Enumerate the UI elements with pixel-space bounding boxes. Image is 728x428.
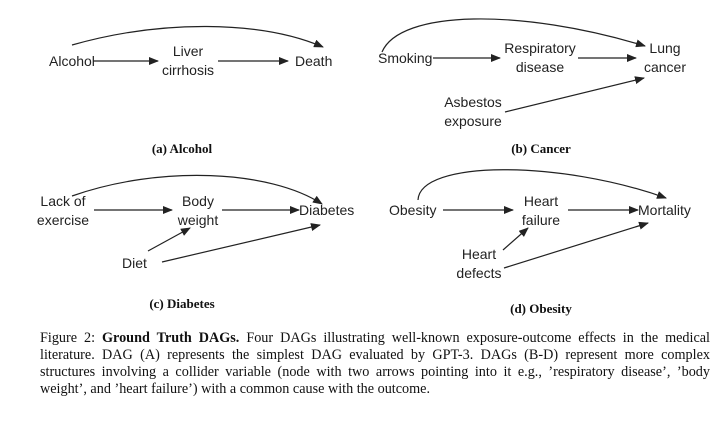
node-heart-defects-line2: defects — [456, 265, 501, 281]
node-heart-failure-line2: failure — [522, 212, 560, 228]
figure-caption: Figure 2: Ground Truth DAGs. Four DAGs i… — [40, 330, 710, 398]
node-smoking: Smoking — [378, 50, 432, 66]
edge-asbestos-lung — [504, 76, 645, 113]
node-death: Death — [295, 53, 332, 69]
node-alcohol: Alcohol — [49, 53, 95, 69]
panel-a-alcohol: Alcohol Liver cirrhosis Death (a) Alcoho… — [49, 25, 332, 156]
panel-b-caption: (b) Cancer — [511, 141, 571, 156]
node-asbestos-exposure-line2: exposure — [444, 113, 502, 129]
node-body-weight-line2: weight — [177, 212, 219, 228]
edge-heartdefects-mortality — [503, 221, 649, 269]
node-lack-of-exercise-line1: Lack of — [40, 193, 85, 209]
node-heart-failure-line1: Heart — [524, 193, 558, 209]
node-asbestos-exposure-line1: Asbestos — [444, 94, 502, 110]
edge-diet-body — [147, 227, 191, 252]
panel-d-obesity: Obesity Heart failure Mortality Heart de… — [389, 169, 691, 316]
node-liver-cirrhosis-line1: Liver — [173, 43, 204, 59]
edge-obesity-mortality — [417, 169, 667, 201]
node-lack-of-exercise-line2: exercise — [37, 212, 89, 228]
edge-smoking-lung — [381, 18, 646, 53]
caption-body: Four DAGs illustrating well-known exposu… — [40, 330, 710, 397]
edge-lack-diabetes — [71, 174, 323, 205]
node-diabetes: Diabetes — [299, 202, 354, 218]
panel-d-caption: (d) Obesity — [510, 301, 572, 316]
node-lung-cancer-line2: cancer — [644, 59, 686, 75]
panel-b-cancer: Smoking Respiratory disease Lung cancer … — [378, 18, 686, 156]
node-diet: Diet — [122, 255, 147, 271]
node-liver-cirrhosis-line2: cirrhosis — [162, 62, 214, 78]
node-respiratory-disease-line1: Respiratory — [504, 40, 576, 56]
node-body-weight-line1: Body — [182, 193, 214, 209]
edge-diet-diabetes — [161, 223, 321, 263]
panel-a-caption: (a) Alcohol — [152, 141, 213, 156]
node-heart-defects-line1: Heart — [462, 246, 496, 262]
node-lung-cancer-line1: Lung — [649, 40, 680, 56]
caption-title: Ground Truth DAGs. — [102, 330, 240, 346]
node-mortality: Mortality — [638, 202, 691, 218]
caption-label: Figure 2: — [40, 330, 96, 346]
panel-c-caption: (c) Diabetes — [149, 296, 214, 311]
edge-alcohol-death — [71, 25, 324, 48]
node-respiratory-disease-line2: disease — [516, 59, 564, 75]
node-obesity: Obesity — [389, 202, 436, 218]
edge-heartdefects-heartfailure — [502, 227, 529, 251]
panel-c-diabetes: Lack of exercise Body weight Diabetes Di… — [37, 174, 354, 311]
